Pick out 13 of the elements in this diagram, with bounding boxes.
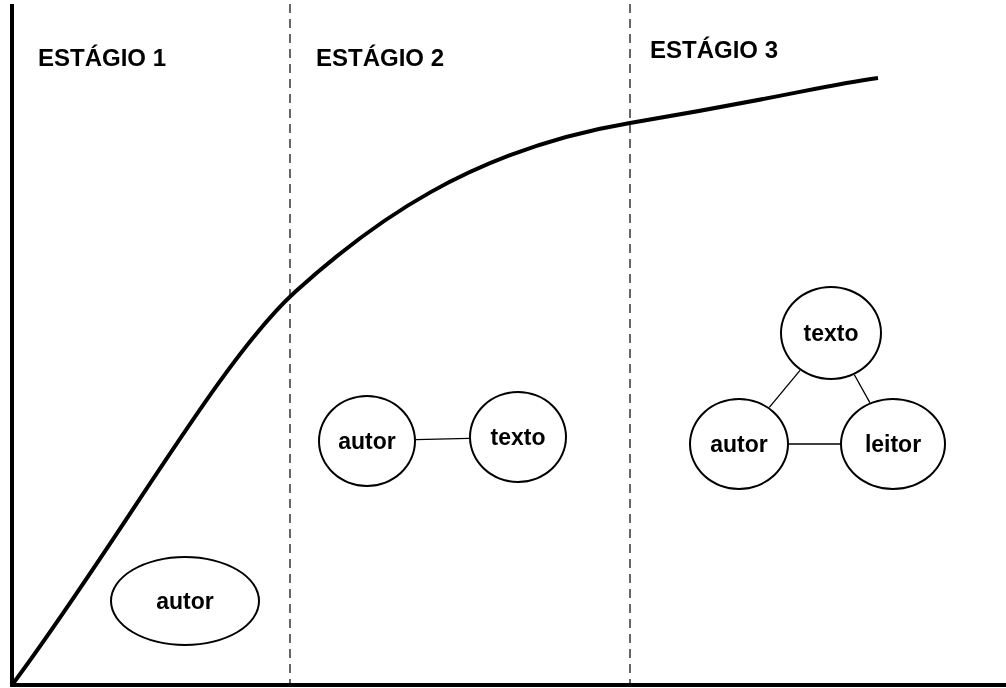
node-label: autor <box>710 430 768 458</box>
node-label: leitor <box>864 430 922 458</box>
connector-line <box>853 374 871 404</box>
connector-line <box>768 369 801 409</box>
node-label: texto <box>490 423 546 451</box>
connector-line <box>788 443 841 445</box>
node-label: texto <box>803 319 859 347</box>
node-label: autor <box>338 427 396 455</box>
stage-heading: ESTÁGIO 2 <box>316 44 445 72</box>
stage-heading: ESTÁGIO 1 <box>38 44 167 72</box>
stage-heading: ESTÁGIO 3 <box>650 36 779 64</box>
connector-line <box>415 437 470 441</box>
node-label: autor <box>156 587 214 615</box>
